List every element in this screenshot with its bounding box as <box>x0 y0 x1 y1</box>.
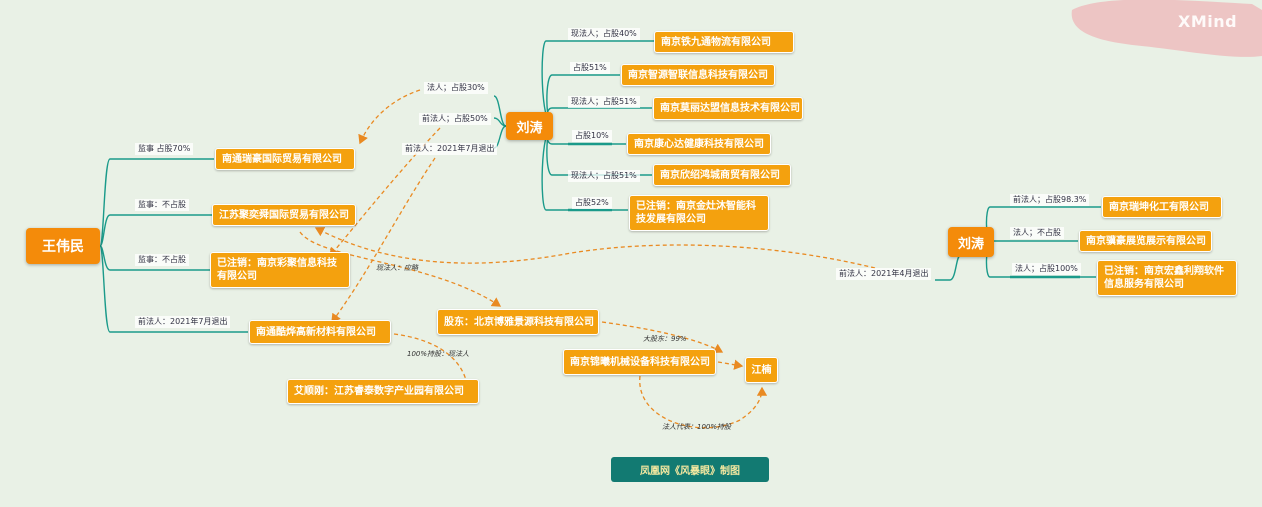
liu-inbound-label-2: 前法人；占股50% <box>419 113 491 125</box>
liu-branch-label-2: 占股51% <box>570 62 610 74</box>
xmind-watermark-text: XMind <box>1178 12 1238 31</box>
edge-label-chigu: 100%持股：现法人 <box>407 350 470 358</box>
liu-inbound-label-1: 法人；占股30% <box>424 82 488 94</box>
footer-credit: 凤凰网《风暴眼》制图 <box>611 457 769 482</box>
wang-branch-label-3: 监事：不占股 <box>135 254 189 266</box>
liu-branch-label-4: 占股10% <box>572 130 612 142</box>
company-nanjing-zhiyuan[interactable]: 南京智源智联信息科技有限公司 <box>621 64 775 86</box>
liu2-branch-label-3: 法人；占股100% <box>1012 263 1081 275</box>
company-nanjing-jinxi[interactable]: 南京锦曦机械设备科技有限公司 <box>563 349 716 375</box>
company-nantong-ruihao[interactable]: 南通瑞豪国际贸易有限公司 <box>215 148 355 170</box>
root-node-wang[interactable]: 王伟民 <box>26 228 100 264</box>
edge-label-xianfaren: 现法人：应略 <box>376 264 418 272</box>
liu2-branch-label-2: 法人；不占股 <box>1010 227 1064 239</box>
liu-branch-label-3: 现法人；占股51% <box>568 96 640 108</box>
company-nanjing-ruikun[interactable]: 南京瑞坤化工有限公司 <box>1102 196 1222 218</box>
company-nanjing-xinshao[interactable]: 南京欣绍鸿城商贸有限公司 <box>653 164 791 186</box>
company-nanjing-jinzaomu[interactable]: 已注销：南京金灶沐智能科技发展有限公司 <box>629 195 769 231</box>
person-jiangnan[interactable]: 江楠 <box>745 357 778 383</box>
root-node-liu-center[interactable]: 刘涛 <box>506 112 553 140</box>
root-node-liu-right[interactable]: 刘涛 <box>948 227 994 257</box>
company-nanjing-tiejiutong[interactable]: 南京铁九通物流有限公司 <box>654 31 794 53</box>
company-jiangsu-juyishun[interactable]: 江苏聚奕舜国际贸易有限公司 <box>212 204 356 226</box>
company-nanjing-molida[interactable]: 南京莫丽达盟信息技术有限公司 <box>653 97 803 120</box>
company-nanjing-hongxin[interactable]: 已注销：南京宏鑫利翔软件信息服务有限公司 <box>1097 260 1237 296</box>
company-beijing-boya-shareholder[interactable]: 股东：北京博雅景源科技有限公司 <box>437 309 599 335</box>
liu-inbound-label-3: 前法人：2021年7月退出 <box>402 143 498 155</box>
wang-branch-label-1: 监事 占股70% <box>135 143 194 155</box>
edge-label-fadingdaibiao: 法人代表：100%持股 <box>662 423 732 431</box>
liu-branch-label-6: 占股52% <box>572 197 612 209</box>
edge-label-dagudong: 大股东：99% <box>643 335 687 343</box>
company-nanjing-caiju[interactable]: 已注销：南京彩聚信息科技有限公司 <box>210 252 350 288</box>
liu-branch-label-1: 现法人；占股40% <box>568 28 640 40</box>
liu2-branch-label-1: 前法人；占股98.3% <box>1010 194 1090 206</box>
wang-branch-label-4: 前法人：2021年7月退出 <box>135 316 231 328</box>
liu2-inbound-label: 前法人：2021年4月退出 <box>836 268 932 280</box>
company-nantong-kuye[interactable]: 南通酷烨高新材料有限公司 <box>249 320 391 344</box>
person-aishunjiang[interactable]: 艾顺刚：江苏睿泰数字产业园有限公司 <box>287 379 479 404</box>
xmind-watermark-blob <box>1071 0 1262 57</box>
liu-branch-label-5: 现法人；占股51% <box>568 170 640 182</box>
wang-branch-label-2: 监事：不占股 <box>135 199 189 211</box>
company-nanjing-kangxinda[interactable]: 南京康心达健康科技有限公司 <box>627 133 771 155</box>
company-nanjing-jihao[interactable]: 南京骥豪展览展示有限公司 <box>1079 230 1212 252</box>
